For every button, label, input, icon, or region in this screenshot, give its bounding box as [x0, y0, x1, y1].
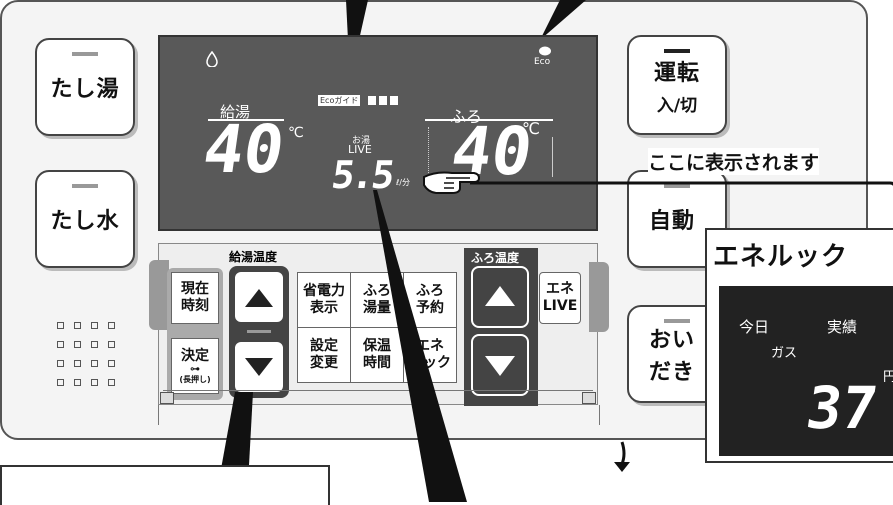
- power-label: 入/切: [656, 95, 698, 116]
- key-label-1: 省電力: [303, 283, 345, 299]
- current-time-button[interactable]: 現在 時刻: [171, 272, 219, 324]
- down-arrow-icon: [245, 358, 273, 376]
- bath-level-line: [428, 127, 430, 189]
- pointer-line: [470, 181, 893, 186]
- separator-bar: [247, 330, 271, 333]
- tashiyu-button[interactable]: たし湯: [35, 38, 135, 136]
- up-arrow-icon: [485, 286, 515, 306]
- gas-cost-value: 37: [802, 374, 882, 442]
- eco-guide-bar: [390, 96, 398, 105]
- furo-temp-control-label: ふろ温度: [471, 251, 520, 265]
- up-arrow-icon: [245, 289, 273, 307]
- tashiyu-label: たし湯: [50, 77, 120, 102]
- key-label-2: 変更: [310, 355, 338, 371]
- indicator-bar: [72, 52, 98, 56]
- oyu-label: お湯: [352, 136, 371, 146]
- popup-screen: 今日 ガス 実績 37 円: [719, 286, 893, 456]
- key-label-1: ふろ: [416, 283, 444, 299]
- kyuto-label: 給湯: [220, 103, 251, 121]
- annotation-text: ここに表示されます: [648, 148, 820, 175]
- run-label: 運転: [653, 60, 700, 86]
- today-label: 今日: [739, 318, 770, 336]
- kyuto-up-button[interactable]: [233, 270, 285, 324]
- lid-hinge: [158, 405, 600, 425]
- popup-title: エネルック: [713, 242, 849, 272]
- indicator-bar: [664, 49, 690, 53]
- kyuto-down-button[interactable]: [233, 340, 285, 394]
- key-label-1: 保温: [363, 338, 391, 354]
- eco-guide-bar: [379, 96, 387, 105]
- side-tab: [149, 260, 169, 330]
- keep-warm-time-button[interactable]: 保温 時間: [350, 327, 404, 383]
- yen-unit: 円: [883, 370, 893, 385]
- settings-change-button[interactable]: 設定 変更: [297, 327, 351, 383]
- key-icon: ⊶: [190, 363, 200, 375]
- hinge-clip: [582, 392, 596, 404]
- flow-value: 5.5: [328, 153, 395, 197]
- auto-label: 自動: [649, 209, 696, 234]
- lid-edge: [163, 390, 593, 391]
- current-time-label-1: 現在: [181, 281, 209, 297]
- kyuto-underline: [208, 119, 284, 121]
- long-press-label: (長押し): [179, 374, 211, 384]
- eco-label: Eco: [534, 57, 551, 67]
- run-power-button[interactable]: 運転 入/切: [627, 35, 727, 135]
- power-save-display-button[interactable]: 省電力 表示: [297, 272, 351, 328]
- eco-leaf-icon: [539, 46, 551, 56]
- oidaki-label-1: おい: [649, 328, 696, 353]
- auto-button[interactable]: 自動: [627, 170, 727, 268]
- confirm-button[interactable]: 決定 ⊶ (長押し): [171, 338, 219, 394]
- furo-temp-unit: ℃: [522, 119, 540, 138]
- key-label-2: 湯量: [363, 300, 391, 316]
- down-arrow-icon: [485, 356, 515, 376]
- eco-guide-bar: [368, 96, 376, 105]
- indicator-bar: [664, 319, 690, 323]
- confirm-label: 決定: [181, 347, 209, 364]
- tashimizu-button[interactable]: たし水: [35, 170, 135, 268]
- ene-live-label-2: LIVE: [542, 298, 578, 314]
- curved-arrow-icon: [614, 441, 630, 472]
- oidaki-label-2: だき: [649, 360, 696, 385]
- furo-label: ふろ: [450, 107, 483, 126]
- hinge-clip: [160, 392, 174, 404]
- actual-label: 実績: [827, 318, 858, 336]
- kyuto-temperature: 40: [198, 111, 289, 188]
- key-label-1: ふろ: [363, 283, 391, 299]
- flow-unit: ℓ/分: [396, 178, 410, 187]
- ene-live-label-1: エネ: [546, 281, 574, 297]
- live-label: LIVE: [348, 143, 372, 156]
- control-panel: 給湯温度 ふろ温度 現在 時刻 決定 ⊶ (長押し) 省電力 表示 ふろ 湯量 …: [149, 243, 609, 406]
- current-time-label-2: 時刻: [181, 298, 209, 314]
- kyuto-temp-unit: ℃: [288, 125, 304, 141]
- pointer-lines-bottom: [215, 190, 467, 502]
- ene-live-button[interactable]: エネ LIVE: [539, 272, 581, 324]
- key-label-2: 表示: [310, 300, 338, 316]
- key-label-2: 予約: [416, 300, 444, 316]
- key-label-1: 設定: [310, 338, 338, 354]
- tashimizu-label: たし水: [50, 209, 120, 234]
- key-label-2: 時間: [363, 355, 391, 371]
- indicator-bar: [72, 184, 98, 188]
- indicator-bar: [664, 184, 690, 188]
- furo-up-button[interactable]: [471, 266, 529, 328]
- side-tab: [589, 262, 609, 332]
- gas-label: ガス: [771, 346, 798, 361]
- energy-look-popup: エネルック 今日 ガス 実績 37 円: [705, 228, 893, 463]
- speaker-grill-icon: [52, 318, 132, 394]
- callout-box: [0, 465, 330, 505]
- furo-underline: [425, 119, 553, 121]
- kyuto-temp-control-label: 給湯温度: [229, 250, 278, 264]
- furo-down-button[interactable]: [471, 334, 529, 396]
- flame-icon: [206, 51, 218, 67]
- eco-guide-label: Ecoガイド: [318, 95, 361, 106]
- bath-level-line: [552, 137, 553, 177]
